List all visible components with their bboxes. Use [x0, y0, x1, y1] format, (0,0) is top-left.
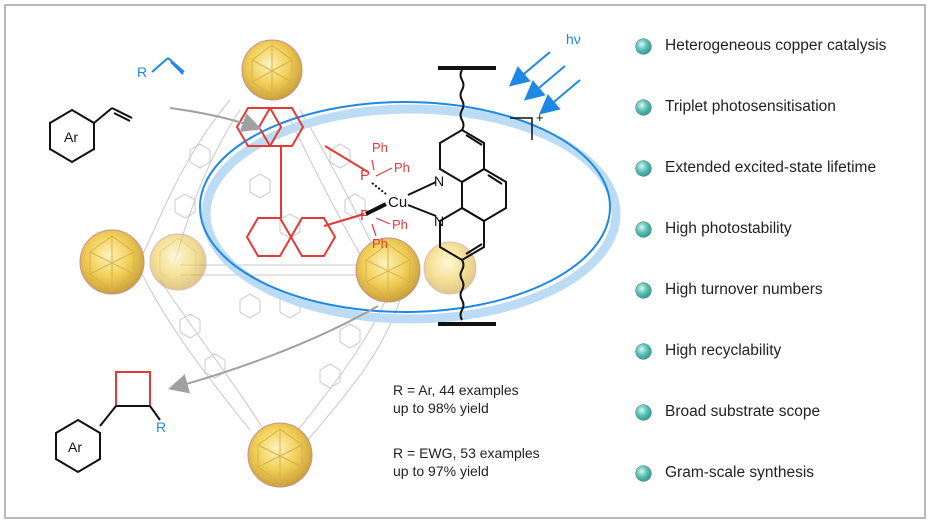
bullet-icon: [636, 39, 651, 54]
nitrogen-label-lower: N: [434, 213, 444, 229]
substrate-arrow: [169, 107, 262, 133]
feature-text: High turnover numbers: [665, 281, 823, 298]
feature-text: Extended excited-state lifetime: [665, 159, 877, 176]
styrene-substrate: [49, 107, 133, 164]
highlight-ellipse: [199, 101, 611, 313]
aryl-label-bottom: Ar: [68, 439, 82, 455]
phenyl-label-3: Ph: [392, 217, 408, 232]
cluster-node-right: [355, 237, 421, 303]
bullet-icon: [636, 405, 651, 420]
feature-list: Heterogeneous copper catalysis Triplet p…: [636, 34, 926, 522]
cluster-node-left-inner: [149, 233, 207, 291]
charge-label: +: [536, 110, 544, 125]
cluster-node-top: [241, 39, 303, 101]
feature-text: Gram-scale synthesis: [665, 464, 815, 481]
feature-item: Extended excited-state lifetime: [636, 156, 926, 217]
phenanthroline-ligand: [438, 66, 533, 326]
bullet-icon: [636, 161, 651, 176]
figure-frame: [4, 4, 926, 519]
product-arrow: [168, 305, 379, 394]
feature-item: High recyclability: [636, 339, 926, 400]
feature-item: High turnover numbers: [636, 278, 926, 339]
alkene-substrate: [151, 57, 185, 75]
feature-item: Gram-scale synthesis: [636, 461, 926, 522]
feature-text: High photostability: [665, 220, 792, 237]
feature-text: Broad substrate scope: [665, 403, 821, 420]
feature-text: Heterogeneous copper catalysis: [665, 37, 887, 54]
scope-summary-ewg: R = EWG, 53 examples up to 97% yield: [393, 444, 540, 480]
bullet-icon: [636, 222, 651, 237]
cyclobutane-product: [55, 371, 161, 474]
feature-text: High recyclability: [665, 342, 782, 359]
scope-line-3: R = EWG, 53 examples: [393, 445, 540, 461]
bullet-icon: [636, 283, 651, 298]
scope-line-2: up to 98% yield: [393, 400, 489, 416]
nitrogen-label-upper: N: [434, 173, 444, 189]
cluster-node-left: [79, 229, 145, 295]
phosphorus-label-lower: P: [360, 207, 370, 224]
phenyl-label-4: Ph: [372, 236, 388, 251]
feature-item: Broad substrate scope: [636, 400, 926, 461]
phenyl-label-2: Ph: [394, 160, 410, 175]
cluster-node-right-inner: [423, 241, 477, 295]
phosphorus-label-upper: P: [360, 167, 370, 184]
bullet-icon: [636, 344, 651, 359]
aryl-label-top: Ar: [64, 129, 78, 145]
scope-summary-aryl: R = Ar, 44 examples up to 98% yield: [393, 381, 519, 417]
r-group-label-bottom: R: [156, 419, 166, 435]
scope-line-1: R = Ar, 44 examples: [393, 382, 519, 398]
cluster-node-bottom: [247, 422, 313, 488]
feature-item: High photostability: [636, 217, 926, 278]
feature-item: Heterogeneous copper catalysis: [636, 34, 926, 95]
bullet-icon: [636, 466, 651, 481]
light-arrows: [508, 51, 581, 115]
metal-cluster-nodes: [79, 39, 477, 488]
highlight-ellipse-shadow: [201, 104, 621, 324]
r-group-label-top: R: [137, 64, 147, 80]
phenyl-label-1: Ph: [372, 140, 388, 155]
feature-item: Triplet photosensitisation: [636, 95, 926, 156]
copper-label: Cu: [388, 194, 407, 211]
light-label: hν: [566, 31, 581, 47]
scope-line-4: up to 97% yield: [393, 463, 489, 479]
bullet-icon: [636, 100, 651, 115]
diphosphine-ligand: [235, 107, 369, 257]
feature-text: Triplet photosensitisation: [665, 98, 836, 115]
